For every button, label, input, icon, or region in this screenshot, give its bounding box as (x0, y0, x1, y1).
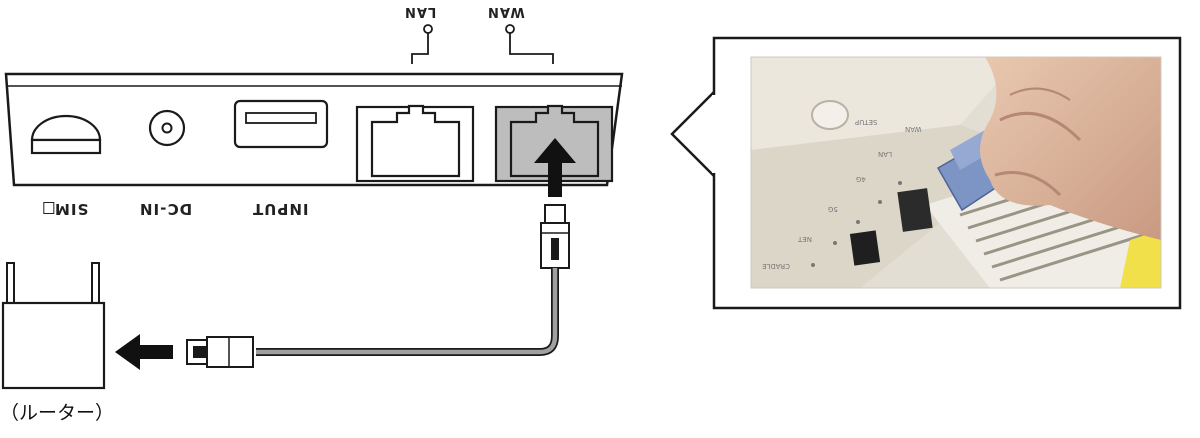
router-caption: （ルーター） (0, 402, 115, 424)
dc-in-label: DC-IN (139, 200, 193, 218)
dc-in-jack (148, 109, 186, 147)
wan-label: WAN (487, 4, 525, 19)
usb-input-port (233, 99, 329, 149)
photo-connecting-cable (751, 57, 1161, 288)
ethernet-cable (256, 268, 559, 356)
lan-port (355, 104, 475, 183)
photo-label-wan: WAN (905, 125, 922, 133)
callout-pointer (670, 88, 716, 180)
sim-card-icon (43, 202, 54, 215)
photo-label-cradle: CRADLE (762, 262, 790, 270)
sim-slot (30, 114, 102, 155)
cable-connector-horizontal (186, 336, 254, 368)
insert-arrow (534, 138, 576, 197)
router-arrow (115, 334, 173, 370)
photo-label-setup: SETUP (855, 118, 878, 126)
wan-indicator (505, 24, 554, 64)
input-label: INPUT (252, 200, 309, 218)
photo-label-net: NET (798, 235, 812, 243)
router-illustration (1, 262, 106, 390)
photo-label-4g: 4G (856, 175, 866, 183)
photo-label-5g: 5G (828, 205, 838, 213)
sim-label-text: SIM (54, 200, 89, 218)
cable-connector-vertical (540, 204, 570, 269)
lan-label: LAN (404, 4, 437, 19)
photo-label-lan: LAN (878, 150, 893, 158)
sim-label: SIM (40, 200, 88, 218)
lan-indicator (411, 24, 433, 64)
